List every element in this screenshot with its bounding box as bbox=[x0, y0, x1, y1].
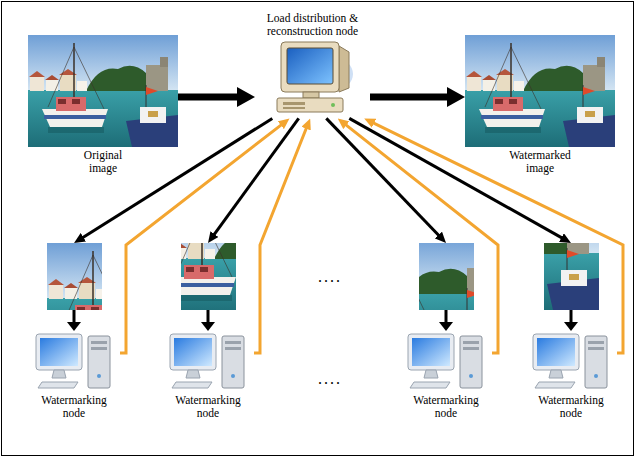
illustration-part bbox=[564, 322, 578, 331]
workstation-icon bbox=[34, 332, 114, 392]
image-node: Watermarked image bbox=[465, 35, 615, 175]
node-label: Watermarking node bbox=[409, 394, 484, 420]
workstation-icon bbox=[531, 332, 611, 392]
workstation-icon bbox=[168, 332, 248, 392]
illustration-part bbox=[201, 322, 215, 331]
ellipsis-label: .... bbox=[318, 370, 342, 388]
illustration-part bbox=[73, 310, 76, 323]
node-label: Watermarking node bbox=[534, 394, 609, 420]
illustration-part bbox=[439, 322, 453, 331]
illustration-part bbox=[465, 35, 615, 147]
illustration-part bbox=[408, 334, 482, 388]
illustration-part bbox=[181, 243, 236, 310]
node-label: Watermarking node bbox=[37, 394, 112, 420]
down-arrow bbox=[436, 310, 456, 332]
photo-illustration bbox=[465, 35, 615, 147]
down-arrow bbox=[64, 310, 84, 332]
illustration-part bbox=[170, 334, 244, 388]
distribution-arrow bbox=[370, 94, 448, 101]
image-tile bbox=[544, 243, 599, 310]
illustration-part bbox=[277, 42, 353, 112]
image-tile bbox=[419, 243, 474, 310]
return-arrow bbox=[373, 123, 623, 353]
distribution-arrow bbox=[178, 94, 238, 101]
return-arrow bbox=[346, 125, 498, 353]
node-label: Watermarking node bbox=[171, 394, 246, 420]
node-label: Watermarked image bbox=[504, 149, 576, 175]
photo-illustration bbox=[28, 35, 178, 147]
illustration-part bbox=[67, 322, 81, 331]
return-arrow bbox=[254, 128, 307, 353]
illustration-part bbox=[419, 243, 474, 310]
worker-node: Watermarking node bbox=[525, 243, 617, 420]
workstation-icon bbox=[406, 332, 486, 392]
illustration-part bbox=[207, 310, 210, 323]
illustration-part bbox=[47, 243, 102, 310]
node-label: Load distribution & reconstruction node bbox=[257, 12, 369, 38]
image-node: Original image bbox=[28, 35, 178, 175]
worker-node: Watermarking node bbox=[400, 243, 492, 420]
illustration-part bbox=[544, 243, 599, 310]
illustration-part bbox=[533, 334, 607, 388]
image-tile bbox=[181, 243, 236, 310]
ellipsis-label: .... bbox=[318, 268, 342, 286]
server-computer-icon bbox=[273, 38, 353, 118]
down-arrow bbox=[561, 310, 581, 332]
illustration-part bbox=[36, 334, 110, 388]
worker-node: Watermarking node bbox=[162, 243, 254, 420]
image-tile bbox=[47, 243, 102, 310]
worker-node: Watermarking node bbox=[28, 243, 120, 420]
return-arrow bbox=[120, 125, 282, 353]
down-arrow bbox=[198, 310, 218, 332]
illustration-part bbox=[445, 310, 448, 323]
illustration-part bbox=[570, 310, 573, 323]
illustration-part bbox=[28, 35, 178, 147]
server-node: Load distribution & reconstruction node bbox=[255, 10, 370, 118]
node-label: Original image bbox=[75, 149, 131, 175]
